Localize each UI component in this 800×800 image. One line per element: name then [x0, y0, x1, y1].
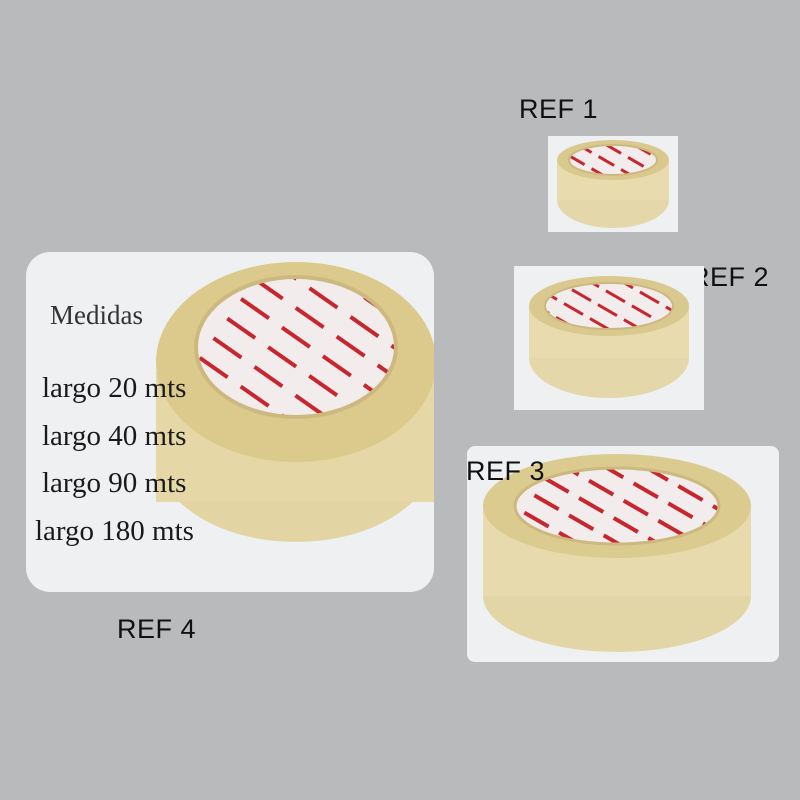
ref3-label: REF 3 — [466, 456, 546, 486]
tape-ref2-photo — [514, 266, 704, 410]
measure-item: largo 20 mts — [42, 372, 187, 404]
tape-ref3-photo — [467, 446, 779, 662]
tape-ref4-photo — [26, 252, 434, 592]
ref4-label: REF 4 — [117, 614, 197, 644]
measure-item: largo 90 mts — [42, 467, 187, 499]
measure-item: largo 180 mts — [35, 515, 194, 547]
measure-item: largo 40 mts — [42, 420, 187, 452]
tape-ref1-photo — [548, 136, 678, 232]
ref1-label: REF 1 — [519, 94, 599, 124]
measures-title: Medidas — [50, 300, 143, 330]
